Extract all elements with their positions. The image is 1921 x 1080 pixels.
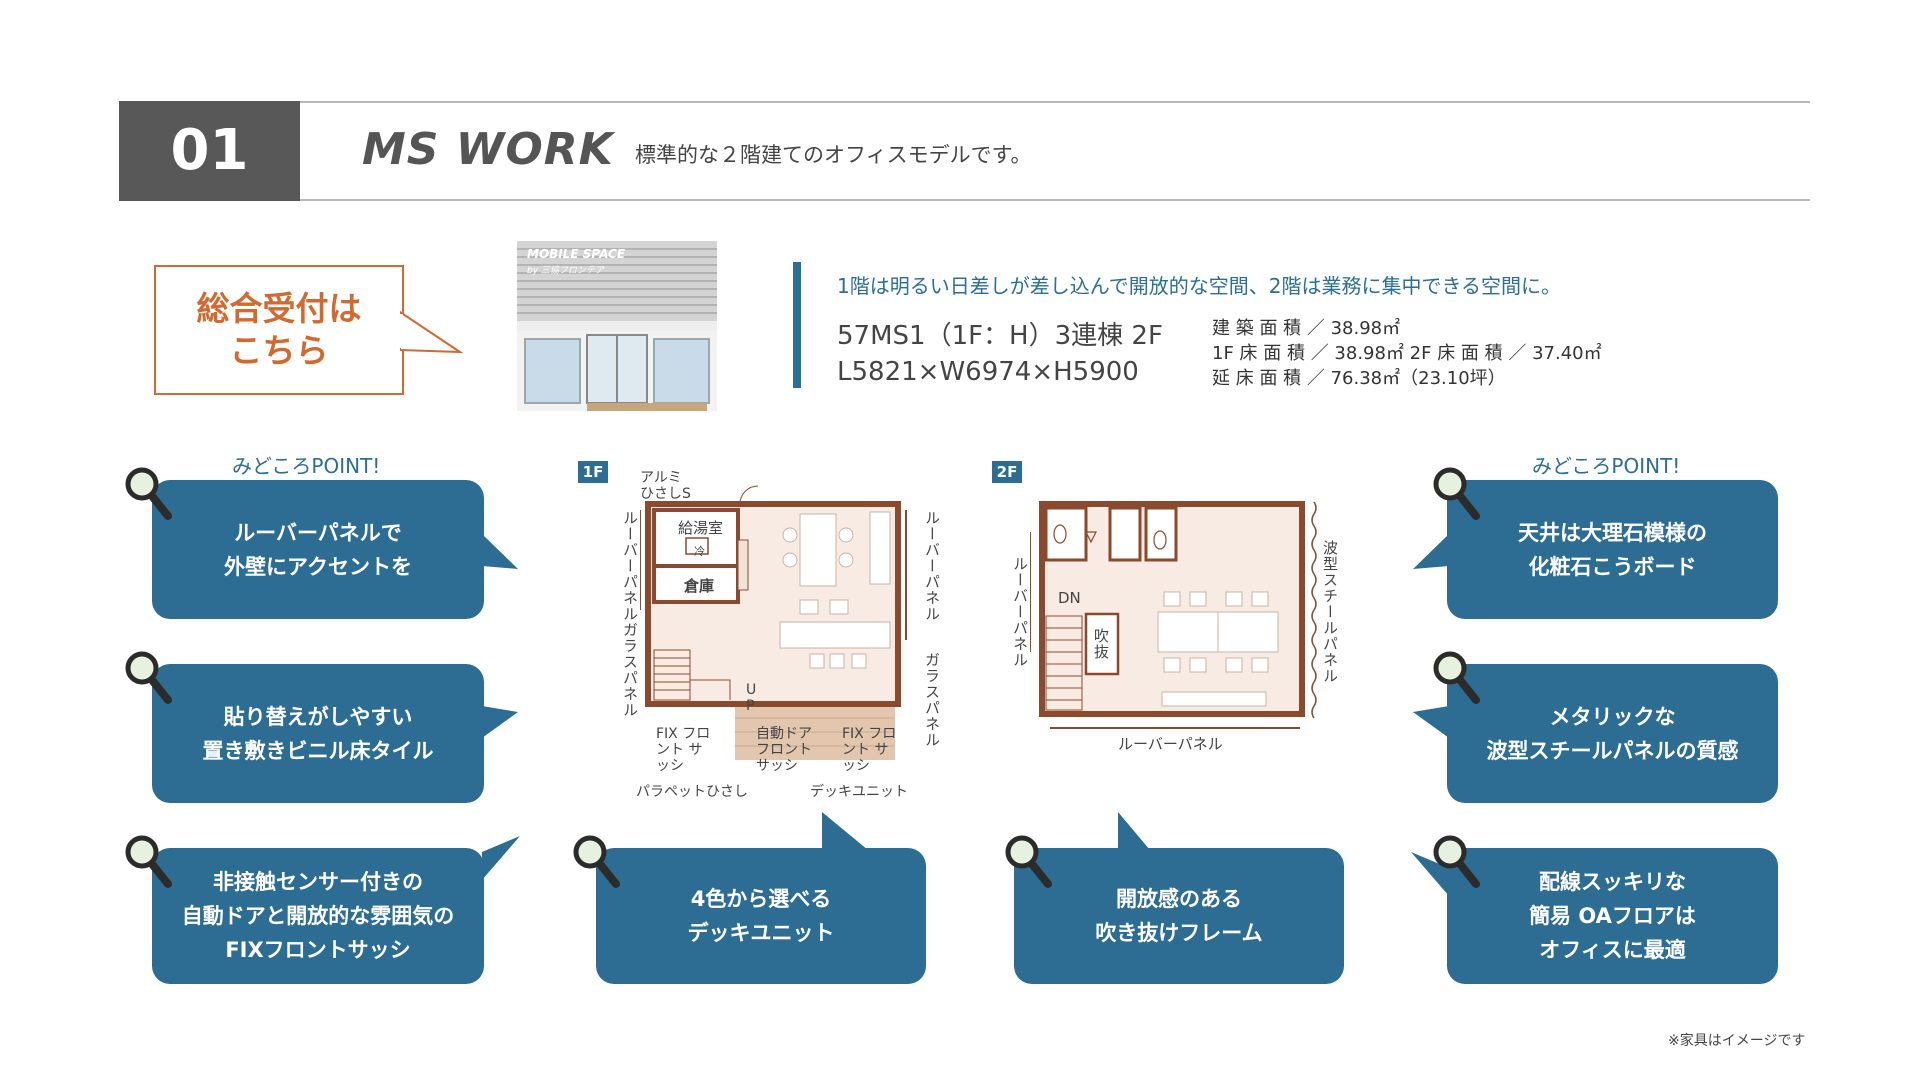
point-text: デッキユニット [687, 921, 835, 945]
point-text: 配線スッキリな [1538, 870, 1686, 894]
bubble-tail [482, 836, 520, 880]
point-text: 貼り替えがしやすい [223, 704, 413, 729]
point-text: 非接触センサー付きの [213, 870, 423, 894]
magnifier-icon [1433, 467, 1480, 520]
plan-2f-louver-left: ルーバーパネル [1011, 556, 1029, 668]
plan-2f-wave-right: 波型スチールパネル [1321, 540, 1339, 684]
bubble-tail [1411, 852, 1449, 896]
plan-1f-glass-right: ガラスパネル [923, 652, 941, 748]
reception-tail [400, 310, 464, 354]
model-number: 01 [119, 101, 300, 201]
plan-1f-alumi: アルミ [640, 470, 682, 486]
point-text: 開放感のある [1116, 887, 1242, 911]
point-text: ルーバーパネルで [234, 520, 402, 545]
room-kyutoshitsu: 給湯室 [678, 519, 724, 537]
point-text: 自動ドアと開放的な雰囲気の [181, 904, 455, 928]
spec-area-floors: 1F 床 面 積 ／ 38.98㎡ 2F 床 面 積 ／ 37.40㎡ [1212, 343, 1602, 364]
spec-area-total: 延 床 面 積 ／ 76.38㎡（23.10坪） [1212, 368, 1506, 389]
magnifier-icon [125, 467, 172, 520]
bubble-tail [482, 706, 518, 738]
reception-line2: こちら [229, 331, 329, 370]
building-photo: MOBILE SPACE by 三協フロンテア [517, 241, 717, 411]
point-bubble-frame: 開放感のある吹き抜けフレーム [1014, 848, 1344, 984]
magnifier-icon [125, 835, 172, 888]
header-top-rule [119, 101, 1810, 103]
spec-model: 57MS1（1F：H）3連棟 2F L5821×W6974×H5900 [837, 318, 1163, 390]
model-description: 標準的な２階建てのオフィスモデルです。 [635, 143, 1032, 167]
plan-1f-up: UP [746, 682, 757, 714]
point-bubble-sash: 非接触センサー付きの自動ドアと開放的な雰囲気の FIXフロントサッシ [152, 848, 484, 984]
magnifier-icon [1005, 835, 1052, 888]
plan-1f-drawing [640, 485, 907, 760]
point-text: メタリックな [1549, 704, 1676, 729]
spec-accent-bar [793, 262, 801, 388]
room-souko: 倉庫 [684, 577, 715, 595]
plan-1f-hisashi: ひさしS [640, 486, 691, 502]
spec-area: 建 築 面 積 ／ 38.98㎡ 1F 床 面 積 ／ 38.98㎡ 2F 床 … [1212, 316, 1602, 391]
point-bubble-oa-floor: 配線スッキリな簡易 OAフロアはオフィスに最適 [1447, 848, 1778, 984]
reception-line1: 総合受付は [196, 289, 362, 328]
building-illustration [517, 241, 717, 411]
plan-1f-fix-left: FIX フロント サッシ [656, 726, 711, 774]
point-text: 吹き抜けフレーム [1095, 921, 1263, 945]
point-bubble-ceiling: 天井は大理石模様の化粧石こうボード [1447, 480, 1778, 619]
plan-1f-louver-left: ルーバーパネル [621, 510, 639, 622]
magnifier-icon [573, 835, 620, 888]
plan-1f-tag: 1F [578, 461, 608, 483]
bubble-tail [822, 812, 868, 850]
point-text: 外壁にアクセントを [224, 554, 412, 579]
plan-1f-auto-door: 自動ドア フロント サッシ [756, 726, 812, 774]
point-text: 化粧石こうボード [1528, 554, 1697, 579]
plan-2f-dn: DN [1058, 589, 1081, 607]
spec-model-size: L5821×W6974×H5900 [837, 357, 1139, 387]
point-text: 天井は大理石模様の [1518, 520, 1707, 545]
points-heading-right: みどころPOINT! [1532, 454, 1681, 478]
bubble-tail [482, 534, 518, 569]
magnifier-icon [1433, 651, 1480, 704]
point-text: 簡易 OAフロアは [1529, 904, 1696, 928]
plan-1f-glass-left: ガラスパネル [621, 622, 639, 718]
furniture-note: ※家具はイメージです [1668, 1033, 1806, 1049]
bubble-tail [1118, 812, 1150, 850]
header-bottom-rule [119, 199, 1810, 201]
plan-2f-louver-bottom: ルーバーパネル [1118, 735, 1223, 753]
plan-1f-parapet: パラペットひさし [636, 784, 748, 800]
point-text: 波型スチールパネルの質感 [1486, 738, 1739, 763]
bubble-tail [1413, 706, 1449, 738]
bubble-tail [1413, 534, 1449, 569]
points-heading-left: みどころPOINT! [232, 454, 381, 478]
point-text: FIXフロントサッシ [225, 938, 411, 962]
room-rei: 冷 [694, 545, 705, 558]
spec-model-name: 57MS1（1F：H）3連棟 2F [837, 321, 1163, 351]
magnifier-icon [125, 651, 172, 704]
plan-1f-deck: デッキユニット [810, 784, 908, 800]
model-title: MS WORK [362, 124, 614, 175]
point-bubble-floor-tile: 貼り替えがしやすい置き敷きビニル床タイル [152, 664, 484, 803]
magnifier-icon [1433, 835, 1480, 888]
point-bubble-deck: 4色から選べるデッキユニット [596, 848, 926, 984]
photo-sign: MOBILE SPACE [527, 247, 626, 261]
spec-area-building: 建 築 面 積 ／ 38.98㎡ [1212, 318, 1401, 339]
point-bubble-steel-panel: メタリックな波型スチールパネルの質感 [1447, 664, 1778, 803]
point-text: 置き敷きビニル床タイル [202, 738, 434, 763]
spec-lead: 1階は明るい日差しが差し込んで開放的な空間、2階は業務に集中できる空間に。 [837, 274, 1562, 298]
plan-1f-louver-right: ルーバーパネル [923, 510, 941, 622]
plan-1f-fix-right: FIX フロント サッシ [842, 726, 897, 774]
point-text: 4色から選べる [690, 887, 832, 911]
point-bubble-louver: ルーバーパネルで外壁にアクセントを [152, 480, 484, 619]
plan-2f-drawing [1030, 501, 1317, 729]
reception-callout[interactable]: 総合受付は こちら [154, 265, 404, 395]
point-text: オフィスに最適 [1539, 938, 1686, 962]
plan-2f-tag: 2F [992, 461, 1022, 483]
plan-2f-fukinuke: 吹抜 [1094, 627, 1110, 661]
photo-sign-sub: by 三協フロンテア [527, 266, 604, 276]
